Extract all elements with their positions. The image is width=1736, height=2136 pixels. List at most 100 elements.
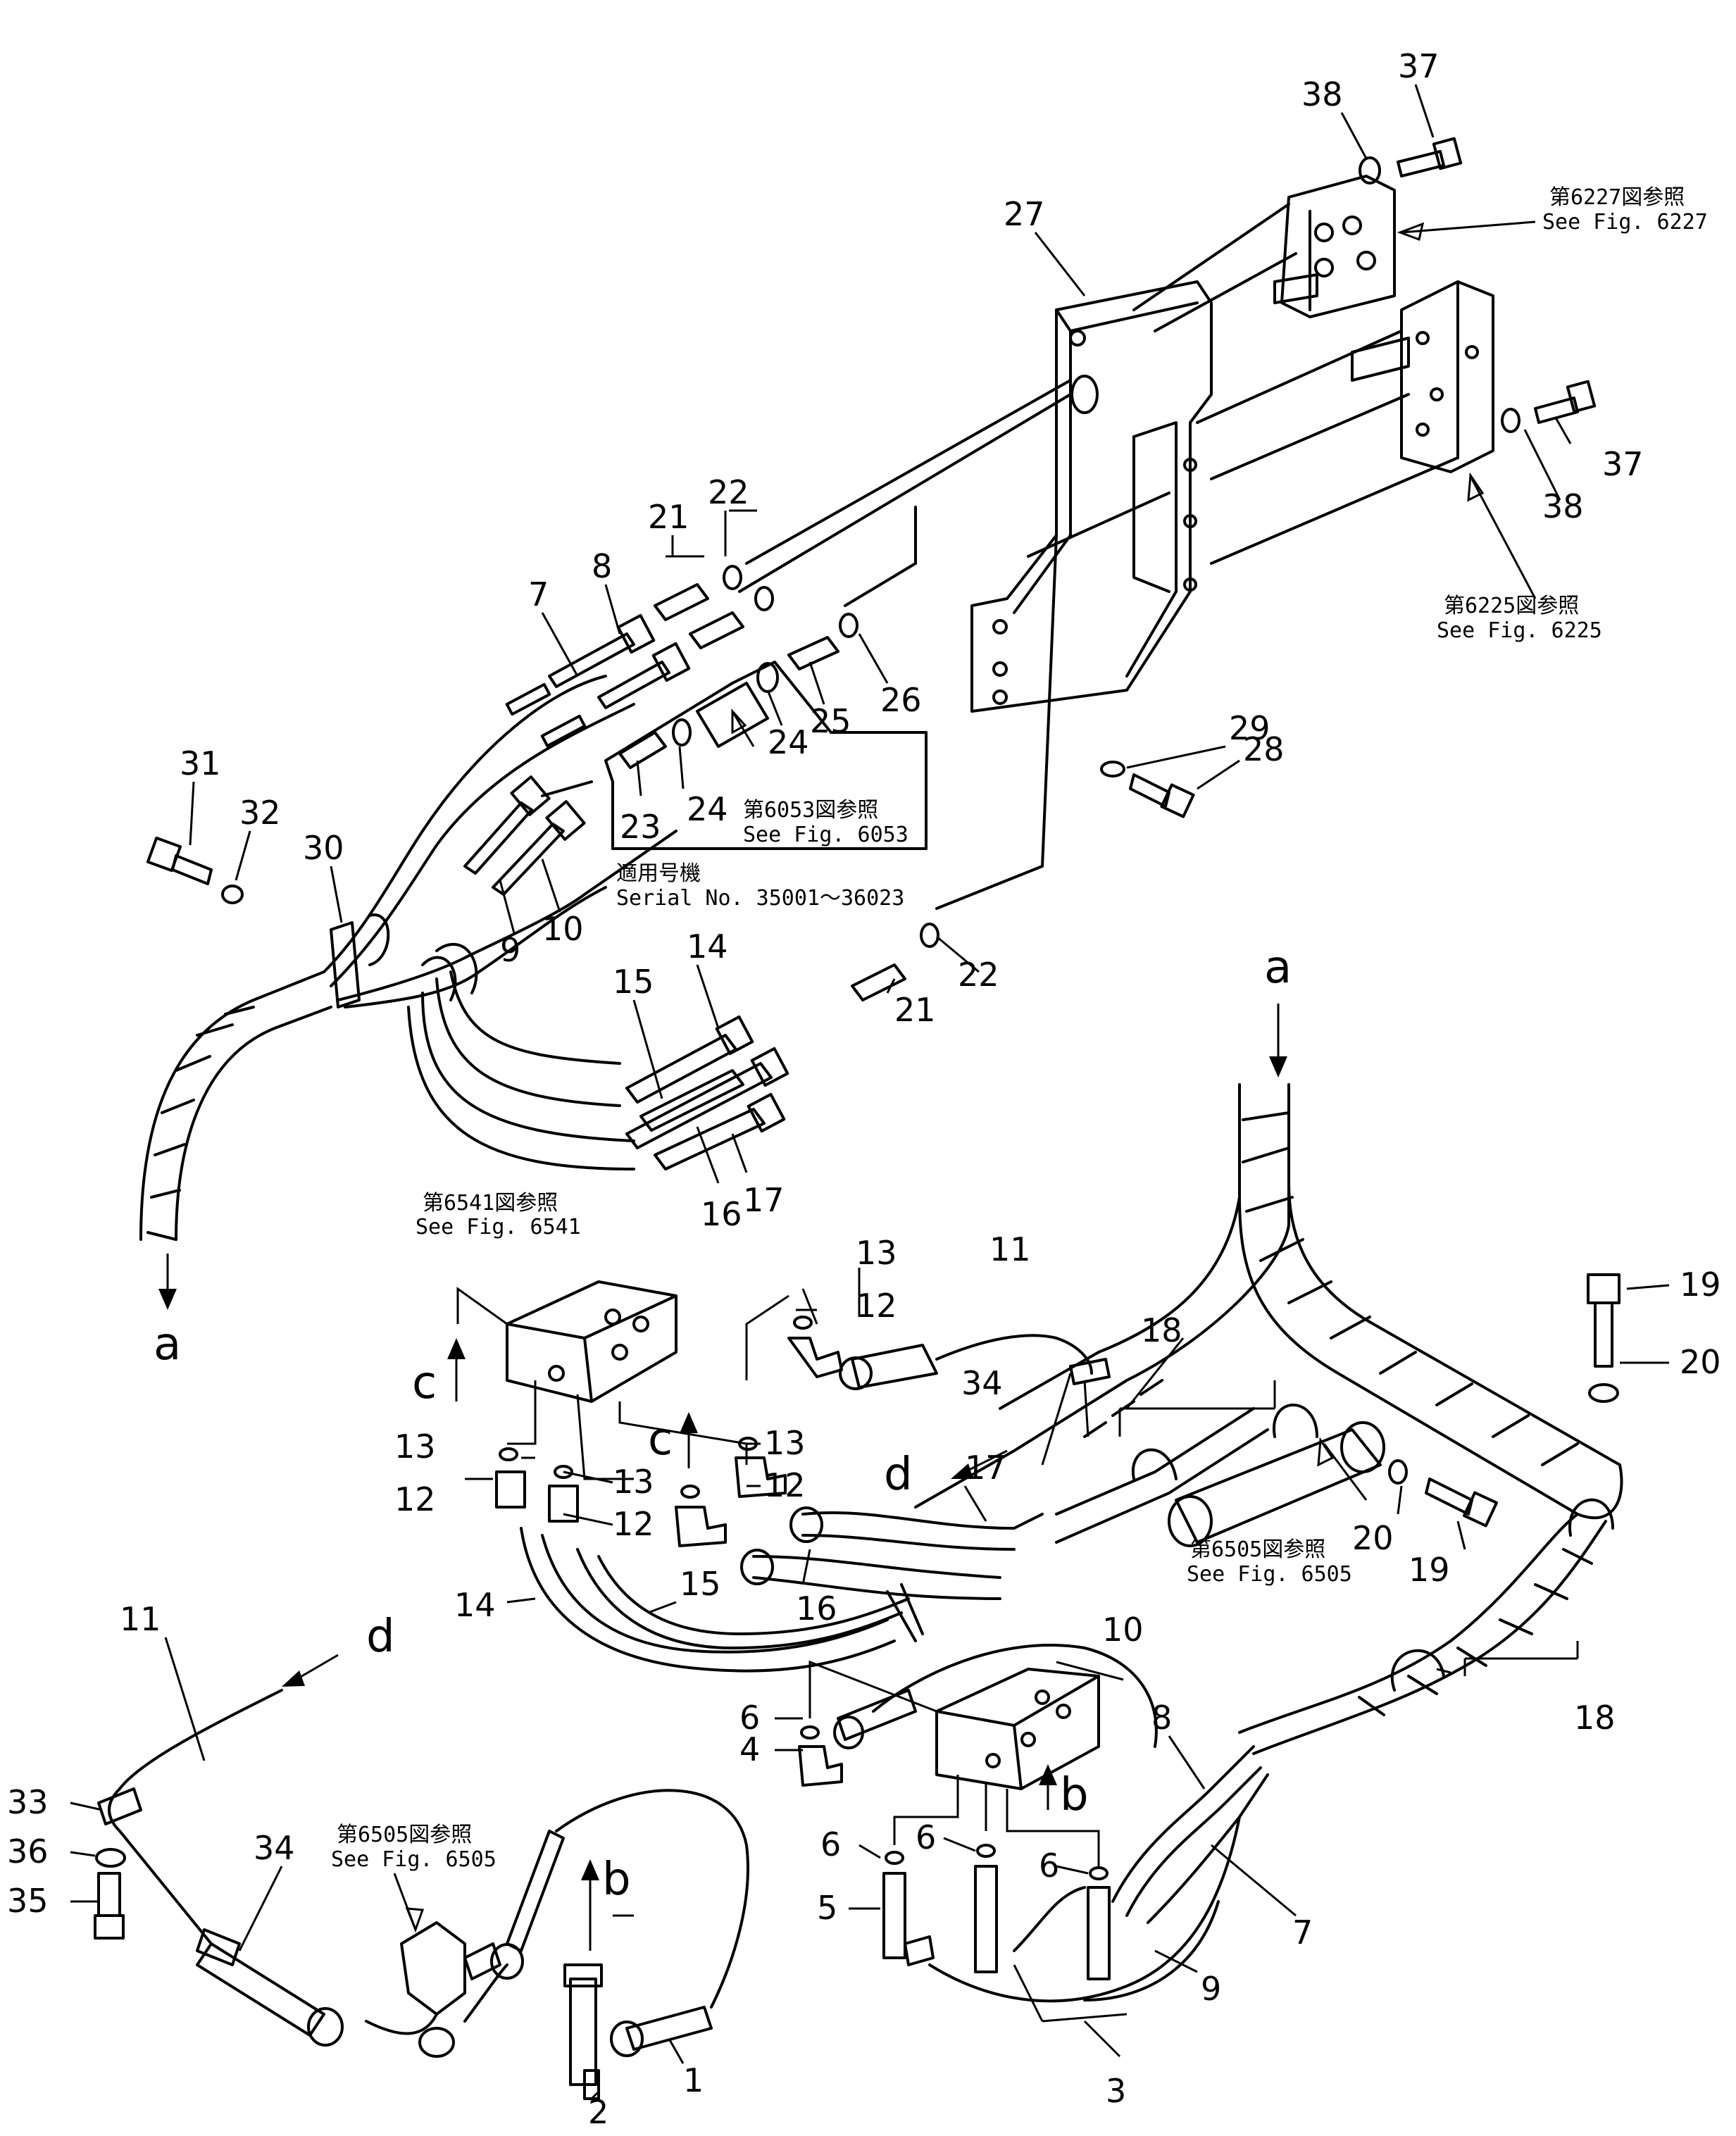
serial-label-en: Serial No. 35001～36023 [616,886,904,911]
washer-29 [1100,761,1125,777]
hoses-14-17 [625,1015,789,1170]
callout-13-mid-left: 13 [613,1463,654,1501]
ref-6505-mid-en: See Fig. 6505 [1187,1562,1352,1587]
fitting-21-top [654,565,774,649]
tube-lines [738,203,1459,910]
callout-18-bottom: 18 [1574,1699,1616,1737]
callout-37-right: 37 [1602,445,1644,483]
callout-36: 36 [7,1832,49,1870]
fitting-21-mid [851,923,939,1001]
hose-9 [463,775,593,875]
hose-8 [505,613,656,716]
callout-10-bottom: 10 [1102,1611,1144,1649]
ref-6505-low-en: See Fig. 6505 [331,1847,497,1872]
flow-letter-d-1: d [884,1449,913,1501]
flow-letter-a-top: a [1264,942,1292,994]
callout-18-top: 18 [1141,1311,1182,1349]
callout-3: 3 [1106,2072,1126,2110]
callout-9-top: 9 [500,931,520,969]
callout-15-mid: 15 [680,1565,721,1603]
callout-24-a: 24 [768,723,809,761]
ref-6227-en: See Fig. 6227 [1542,210,1708,235]
callout-22-mid: 22 [958,956,999,994]
callout-13-top-right: 13 [856,1234,897,1272]
callout-2: 2 [588,2093,608,2131]
fitting-25 [787,613,858,670]
callout-9-bottom: 9 [1201,1970,1221,2008]
ref-6053-jp: 第6053図参照 [743,798,878,823]
callout-37-top: 37 [1398,47,1440,85]
callout-6-a: 6 [739,1699,760,1737]
callout-34-top: 34 [961,1364,1003,1402]
hose-11-top [839,1334,1111,1390]
bracket-27 [970,280,1213,713]
flow-letter-a-left: a [154,1318,181,1370]
bolt-35-washer-36 [94,1848,126,1940]
hoses-7-8-9-lower [872,1644,1269,2003]
callout-8-top: 8 [592,547,612,585]
bolt-19-top [1587,1273,1621,1403]
hose-11-bottom [97,1689,283,1945]
callout-21-mid: 21 [894,991,936,1029]
callout-6-b: 6 [820,1825,841,1863]
hose-bundle-upper [139,675,677,1241]
leader-lines [70,84,1670,2100]
valve-6541 [506,1280,677,1403]
clamps-18 [1131,1404,1614,1692]
clamp-lower-left [421,942,478,1001]
ref-6541-jp: 第6541図参照 [423,1191,558,1216]
fittings-4-5-6 [798,1689,1111,1980]
callout-32: 32 [239,794,281,832]
callout-8-bottom: 8 [1151,1699,1172,1737]
washer-38-top [1359,156,1381,185]
washer-32 [221,885,244,904]
callout-14-mid: 14 [454,1586,496,1624]
callout-23: 23 [620,808,661,846]
callout-29: 29 [1229,709,1270,747]
serial-label-jp: 適用号機 [616,861,701,886]
valve-lower-right [935,1668,1100,1790]
valve-lower-right-links [808,1660,1100,1866]
fittings-12-13 [495,1316,843,1547]
ref-6225-en: See Fig. 6225 [1437,618,1602,643]
hose-protector-6505 [1168,1421,1385,1547]
callout-15-top: 15 [613,963,654,1001]
callout-12-mid-left: 12 [613,1505,654,1543]
callout-12-top-right: 12 [856,1287,897,1325]
valve-block-6225 [1351,280,1494,473]
flow-letter-c-2: c [648,1413,673,1466]
callout-6-c: 6 [916,1818,936,1856]
ref-6053-en: See Fig. 6053 [743,823,908,847]
hose-7 [540,642,691,748]
bolt-28 [1129,773,1195,818]
flow-letter-c-1: c [412,1357,437,1409]
callout-11-top: 11 [989,1230,1031,1268]
callout-31: 31 [180,744,221,782]
hose-bundle-right [914,1083,1623,1755]
callout-22-top: 22 [708,473,749,511]
callout-19-top: 19 [1680,1266,1721,1304]
washer-38-right [1501,408,1520,433]
callout-25: 25 [810,702,851,740]
callout-5: 5 [817,1889,837,1927]
bolt-31 [146,836,213,885]
flow-letter-d-2: d [366,1611,395,1663]
callout-21-top: 21 [648,498,689,536]
callout-26: 26 [880,681,922,719]
valve-block-6227 [1273,175,1396,318]
bolt-37-right [1534,380,1597,424]
ref-6505-mid-jp: 第6505図参照 [1190,1537,1325,1562]
ref-6225-jp: 第6225図参照 [1444,594,1579,618]
flow-arrows [158,1004,1287,1951]
fitting-23-24-filter [618,662,779,769]
callout-38-right: 38 [1542,487,1584,525]
callout-20-mid: 20 [1352,1519,1394,1557]
callout-30: 30 [303,829,344,867]
hose-10 [492,800,586,896]
callout-35: 35 [7,1882,49,1920]
callout-12-left: 12 [394,1480,436,1518]
hoses-14-15-lower [520,1527,924,1673]
callout-14-top: 14 [687,928,728,966]
flow-letter-b-1: b [602,1854,631,1906]
hose-1 [463,1789,749,2057]
